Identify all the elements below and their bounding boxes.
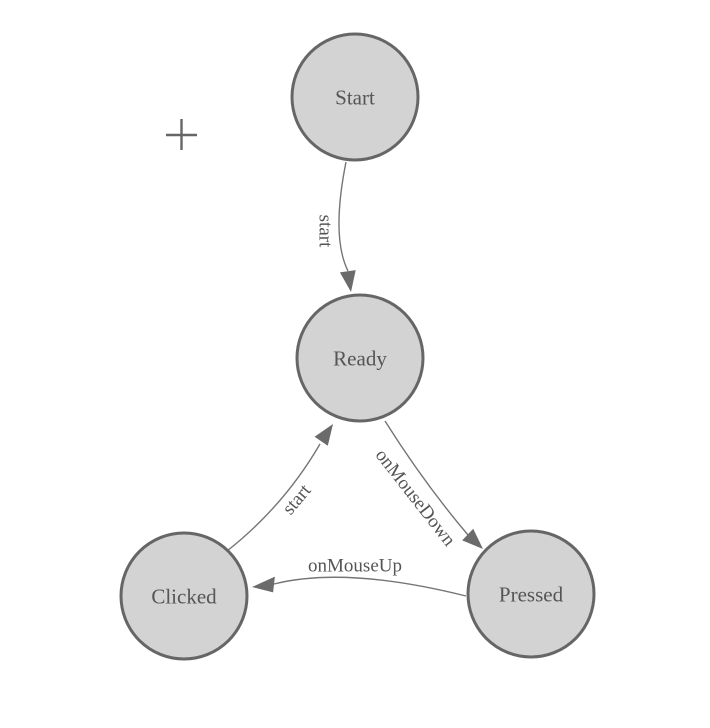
edge-line[interactable] [338, 161, 349, 272]
node-label-start: Start [335, 85, 375, 109]
state-node-ready[interactable]: Ready [295, 293, 425, 423]
edge-label-onmouseup: onMouseUp [308, 556, 402, 577]
transition-edge-clicked-to-ready[interactable]: start [226, 424, 333, 552]
edge-label-onmousedown: onMouseDown [371, 445, 460, 551]
node-circle[interactable] [119, 531, 249, 661]
arrowhead-icon [252, 576, 275, 593]
state-node-clicked[interactable]: Clicked [119, 531, 249, 661]
transition-edge-start-to-ready[interactable]: start [314, 161, 356, 292]
transition-edge-pressed-to-clicked[interactable]: onMouseUp [252, 556, 467, 597]
crosshair-plus-icon [166, 119, 197, 150]
node-label-clicked: Clicked [151, 584, 217, 608]
node-circle[interactable] [466, 529, 596, 659]
edge-line[interactable] [226, 443, 321, 552]
arrowhead-icon [339, 270, 356, 292]
arrowhead-icon [314, 424, 333, 446]
state-node-start[interactable]: Start [290, 32, 420, 162]
transition-edge-ready-to-pressed[interactable]: onMouseDown [371, 420, 483, 551]
arrowhead-icon [462, 528, 483, 549]
node-circle[interactable] [290, 32, 420, 162]
edge-line[interactable] [384, 420, 469, 536]
state-node-pressed[interactable]: Pressed [466, 529, 596, 659]
node-circle[interactable] [295, 293, 425, 423]
edge-label-start-1: start [314, 215, 335, 248]
edge-label-start-2: start [278, 480, 316, 519]
node-label-pressed: Pressed [499, 582, 564, 606]
edge-line[interactable] [273, 576, 467, 597]
node-label-ready: Ready [333, 346, 387, 370]
